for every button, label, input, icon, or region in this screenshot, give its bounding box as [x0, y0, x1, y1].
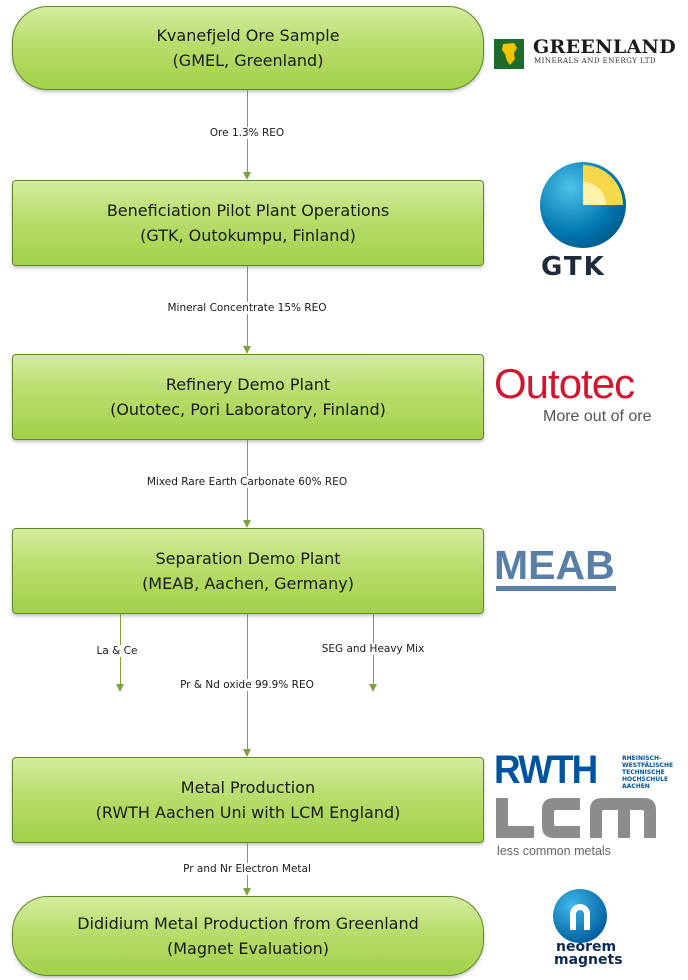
gtk-globe-icon — [540, 162, 626, 248]
flow-label-carbonate: Mixed Rare Earth Carbonate 60% REO — [143, 476, 351, 488]
rwth-sub: TECHNISCHE — [622, 769, 665, 776]
arrow-down-icon — [243, 172, 251, 180]
arrow-down-icon — [243, 888, 251, 896]
lcm-wordmark-icon — [496, 798, 656, 838]
flow-label-la-ce: La & Ce — [93, 645, 141, 657]
flow-label-pr-nd: Pr & Nd oxide 99.9% REO — [177, 679, 317, 691]
logo-outotec: Outotec More out of ore — [494, 360, 688, 432]
outotec-name: Outotec — [494, 360, 635, 407]
logo-gtk: GTK — [528, 160, 638, 282]
stage-title: Refinery Demo Plant — [165, 375, 331, 394]
greenland-map-icon — [494, 39, 524, 69]
flow-label-electron-metal: Pr and Nr Electron Metal — [180, 863, 314, 875]
stage-title: Metal Production — [180, 778, 316, 797]
flow-label-concentrate: Mineral Concentrate 15% REO — [164, 302, 330, 314]
logo-neorem: neorem magnets — [530, 888, 640, 972]
stage-beneficiation: Beneficiation Pilot Plant Operations (GT… — [12, 180, 484, 266]
rwth-sub: WESTFÄLISCHE — [622, 762, 674, 769]
stage-title: Kvanefjeld Ore Sample — [156, 26, 340, 45]
stage-didymium-production: Dididium Metal Production from Greenland… — [12, 896, 484, 976]
meab-underline — [496, 586, 616, 591]
meab-name: MEAB — [494, 542, 615, 588]
stage-subtitle: (Outotec, Pori Laboratory, Finland) — [110, 400, 386, 419]
arrow-down-icon — [243, 520, 251, 528]
arrow-down-icon — [243, 346, 251, 354]
arrow-down-icon — [116, 684, 124, 692]
gtk-name: GTK — [541, 252, 606, 282]
logo-gmel: GREENLAND MINERALS AND ENERGY LTD — [494, 36, 688, 70]
stage-title: Beneficiation Pilot Plant Operations — [106, 201, 390, 220]
neorem-line1: neorem — [556, 939, 617, 955]
stage-ore-sample: Kvanefjeld Ore Sample (GMEL, Greenland) — [12, 6, 484, 90]
arrow-down-icon — [243, 749, 251, 757]
flow-label-seg: SEG and Heavy Mix — [318, 643, 428, 655]
stage-metal-production: Metal Production (RWTH Aachen Uni with L… — [12, 757, 484, 843]
rwth-name: RWTH — [494, 748, 598, 792]
rwth-sub: AACHEN — [622, 783, 650, 790]
neorem-line2: magnets — [554, 952, 623, 968]
neorem-magnet-icon — [553, 889, 607, 943]
outotec-tagline: More out of ore — [543, 408, 652, 425]
flow-label-ore: Ore 1.3% REO — [206, 127, 288, 139]
lcm-tagline: less common metals — [497, 844, 611, 858]
stage-subtitle: (Magnet Evaluation) — [166, 939, 329, 958]
rwth-sub: HOCHSCHULE — [622, 776, 669, 783]
stage-subtitle: (RWTH Aachen Uni with LCM England) — [95, 803, 401, 822]
logo-lcm: less common metals — [494, 796, 664, 860]
gmel-name: GREENLAND — [533, 36, 676, 58]
logo-rwth: RWTH RHEINISCH- WESTFÄLISCHE TECHNISCHE … — [494, 748, 688, 794]
stage-separation: Separation Demo Plant (MEAB, Aachen, Ger… — [12, 528, 484, 614]
stage-title: Separation Demo Plant — [155, 549, 341, 568]
stage-title: Dididium Metal Production from Greenland — [77, 914, 419, 933]
gmel-subtitle: MINERALS AND ENERGY LTD — [534, 57, 656, 65]
logo-meab: MEAB — [494, 542, 618, 594]
stage-subtitle: (GTK, Outokumpu, Finland) — [140, 226, 356, 245]
stage-subtitle: (MEAB, Aachen, Germany) — [142, 574, 354, 593]
stage-refinery: Refinery Demo Plant (Outotec, Pori Labor… — [12, 354, 484, 440]
stage-subtitle: (GMEL, Greenland) — [172, 51, 324, 70]
arrow-down-icon — [369, 684, 377, 692]
rwth-sub: RHEINISCH- — [622, 755, 662, 762]
